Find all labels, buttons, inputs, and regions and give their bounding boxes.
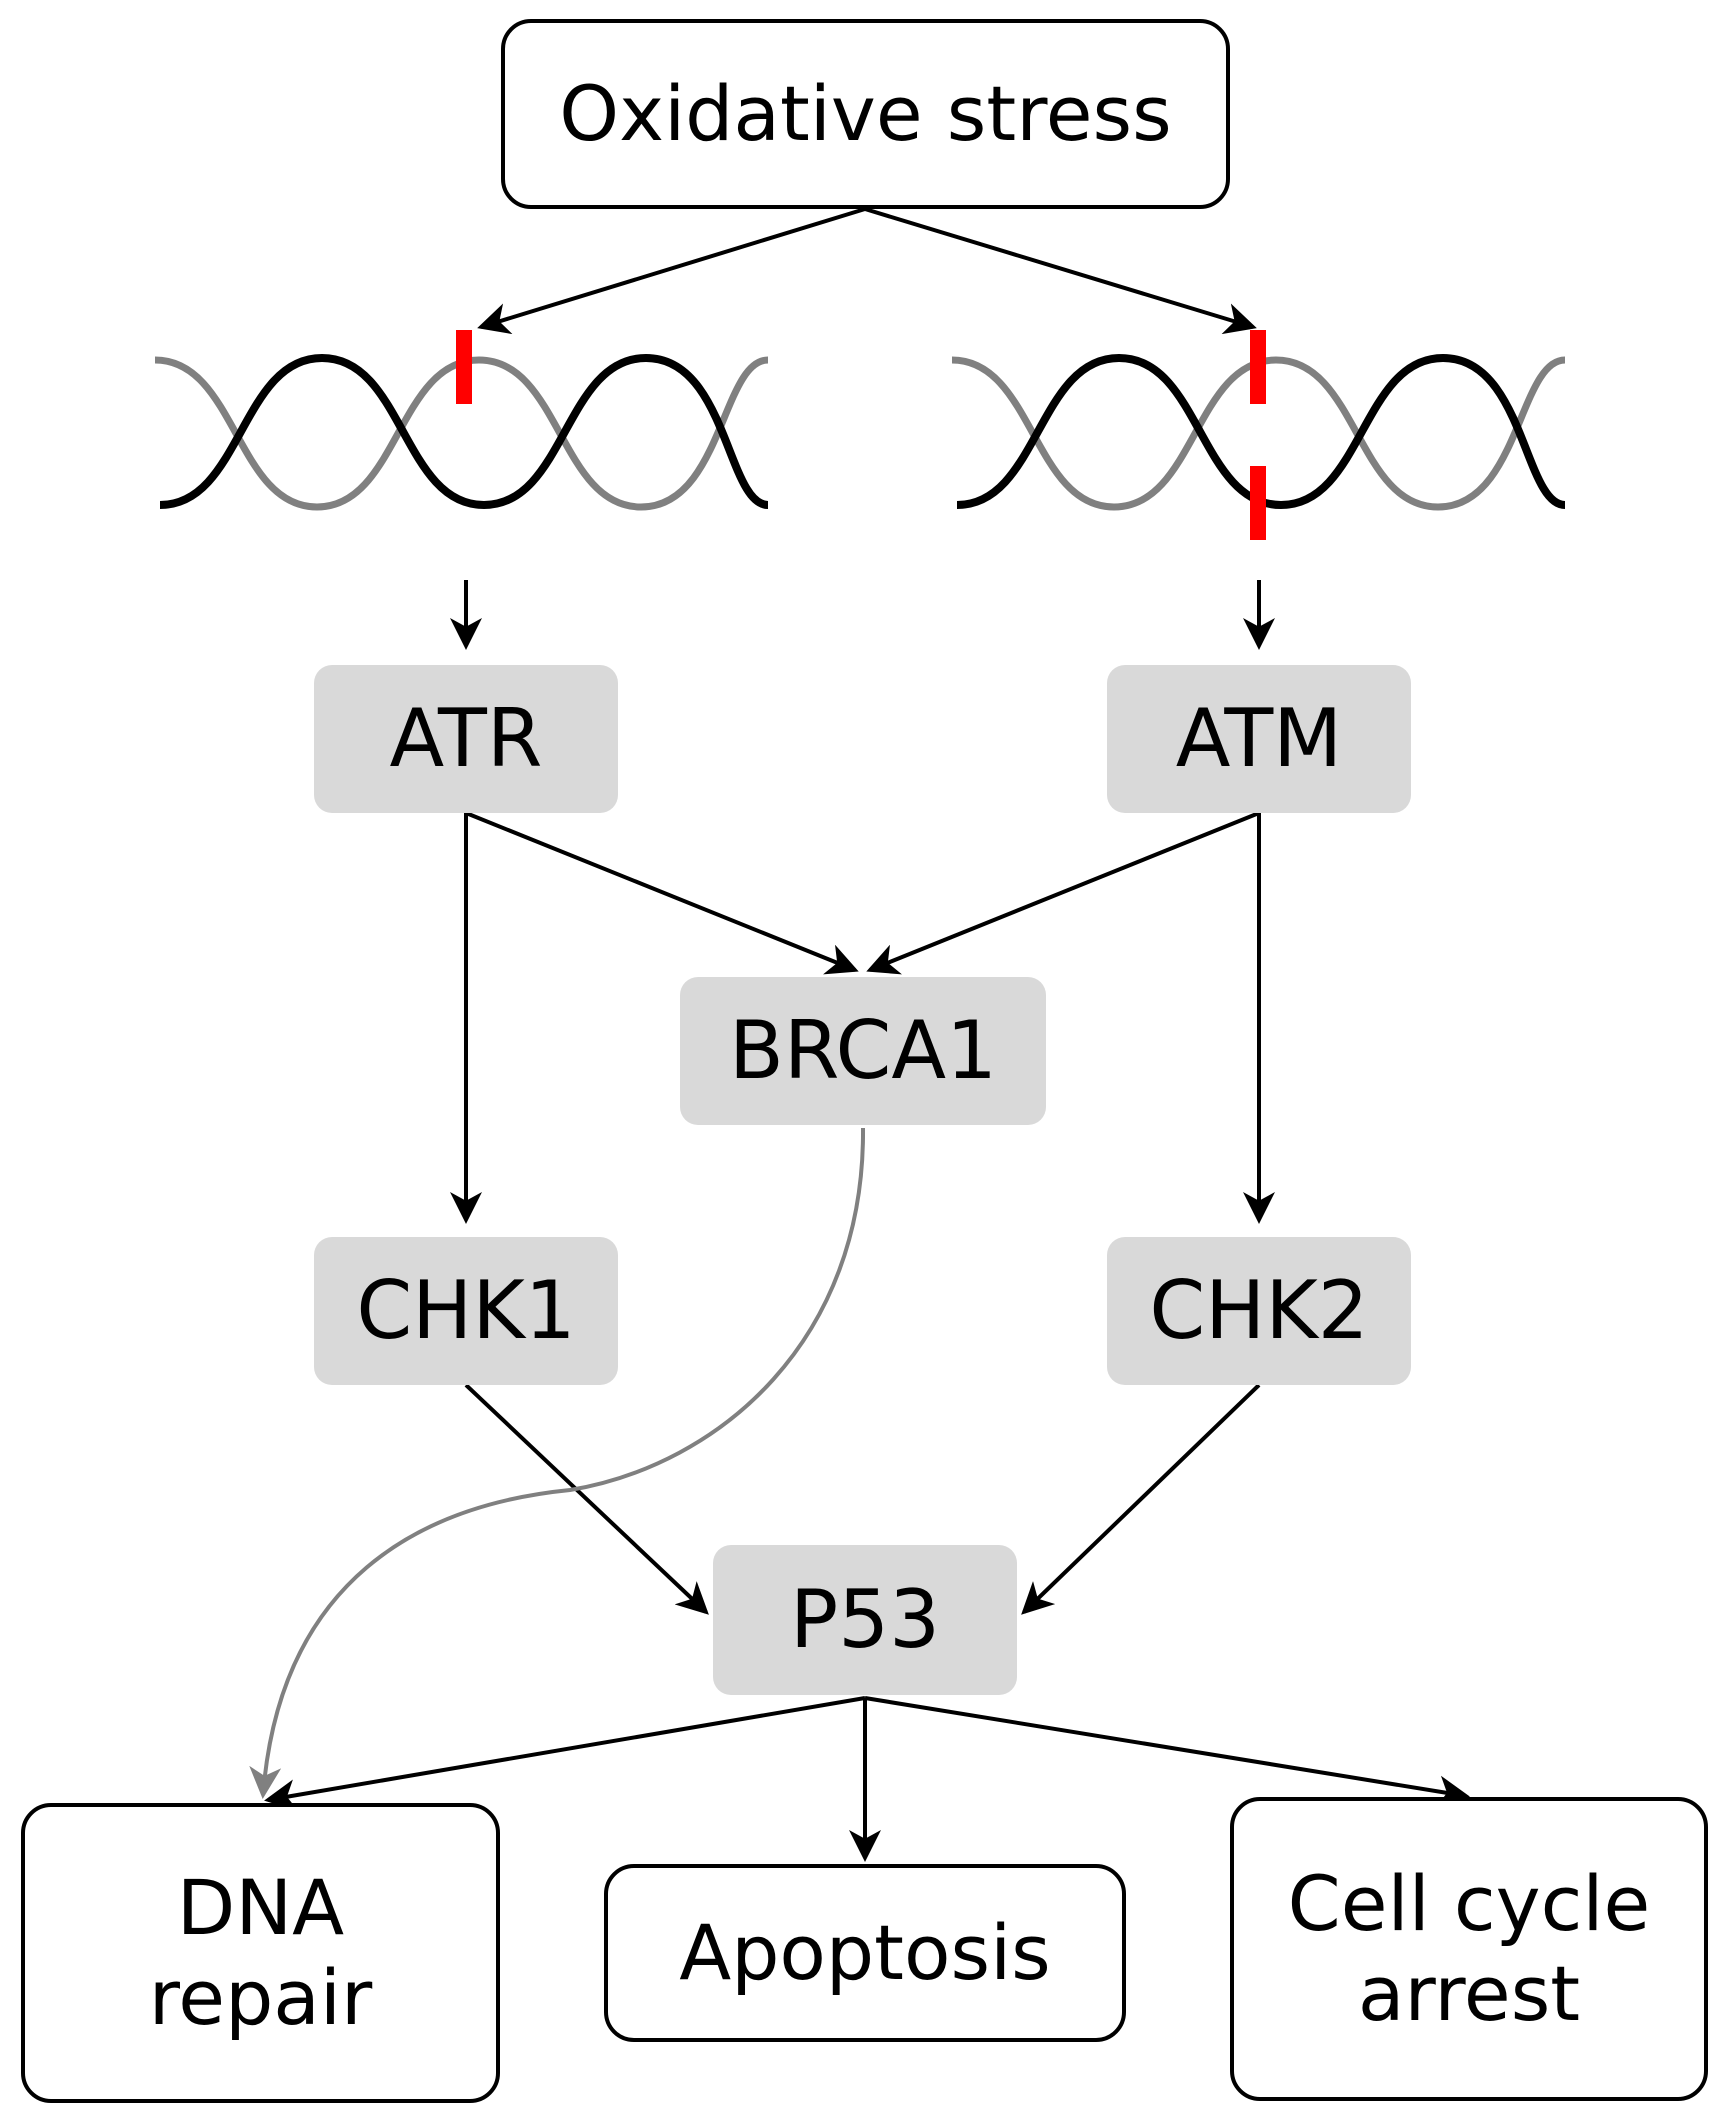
- strand-break-mark-bottom: [1250, 466, 1266, 540]
- arrow-brca1-to-dna-repair: [249, 1127, 866, 1799]
- arrow-p53-to-dna-repair: [264, 1696, 866, 1812]
- strand-break-mark-top: [1250, 330, 1266, 404]
- node-apoptosis: Apoptosis: [604, 1864, 1126, 2042]
- node-label: CHK2: [1149, 1263, 1369, 1357]
- arrow-chk2-to-p53: [1021, 1383, 1261, 1615]
- strand-break-mark: [456, 330, 472, 404]
- node-oxidative-stress: Oxidative stress: [501, 19, 1230, 209]
- node-label-line1: Cell cycle: [1287, 1859, 1651, 1949]
- arrow-stress-to-double-break: [864, 207, 1257, 335]
- arrow-p53-to-cell-cycle-arrest: [864, 1696, 1470, 1808]
- node-dna-repair: DNA repair: [21, 1803, 500, 2103]
- node-p53: P53: [713, 1545, 1017, 1695]
- node-label: ATM: [1175, 691, 1343, 785]
- node-label: ATR: [389, 691, 543, 785]
- dna-strand-front: [159, 353, 769, 510]
- dna-strand-back: [154, 356, 769, 511]
- node-chk1: CHK1: [314, 1237, 618, 1385]
- arrow-chk1-to-p53: [464, 1383, 709, 1615]
- arrow-atr-to-brca1: [465, 811, 859, 975]
- node-label: Apoptosis: [679, 1908, 1051, 1998]
- dna-strand-back: [951, 356, 1566, 511]
- node-label: CHK1: [356, 1263, 576, 1357]
- dna-helix-single-strand-break: [154, 330, 769, 511]
- arrow-stress-to-single-break: [477, 207, 866, 335]
- node-atm: ATM: [1107, 665, 1411, 813]
- node-label-line2: repair: [148, 1953, 373, 2042]
- dna-strand-front: [956, 353, 1566, 510]
- node-label: P53: [789, 1572, 941, 1666]
- node-label: BRCA1: [729, 1003, 997, 1097]
- pathway-arrows: [264, 207, 1470, 1862]
- arrow-atm-to-brca1: [866, 811, 1260, 975]
- node-cell-cycle-arrest: Cell cycle arrest: [1230, 1797, 1708, 2101]
- node-label-line2: arrest: [1357, 1949, 1581, 2038]
- node-atr: ATR: [314, 665, 618, 813]
- dna-helix-double-strand-break: [951, 330, 1566, 540]
- node-label-line1: DNA: [176, 1863, 345, 1953]
- node-label: Oxidative stress: [559, 69, 1172, 159]
- node-brca1: BRCA1: [680, 977, 1046, 1125]
- node-chk2: CHK2: [1107, 1237, 1411, 1385]
